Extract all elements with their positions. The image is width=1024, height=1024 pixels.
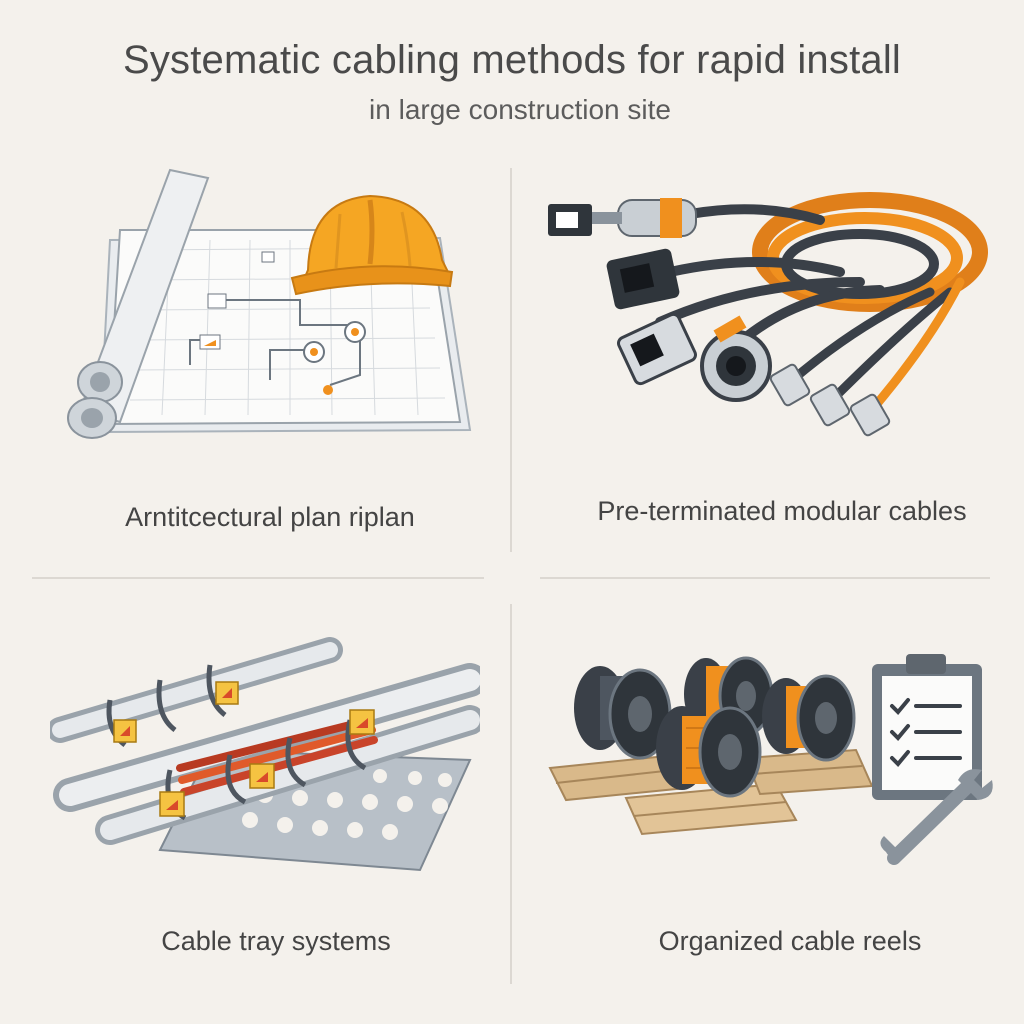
blueprint-roll: [67, 168, 210, 439]
page-subtitle: in large construction site: [369, 94, 671, 125]
connector-icons: [548, 198, 891, 437]
panel-3-caption: Cable tray systems: [161, 926, 391, 956]
panel-2-caption: Pre-terminated modular cables: [597, 496, 967, 526]
divider-horizontal-right: [540, 577, 990, 579]
warning-tags: [113, 681, 375, 817]
panel-4-caption: Organized cable reels: [658, 926, 922, 956]
page-title: Systematic cabling methods for rapid ins…: [122, 38, 902, 82]
blueprint-illustration: [67, 168, 472, 439]
reel-orange-right: [762, 674, 856, 762]
divider-vertical-bottom: [510, 604, 512, 984]
reel-orange-front: [656, 706, 762, 798]
reel-dark: [574, 666, 672, 760]
divider-vertical-top: [510, 168, 512, 552]
cable-tray-illustration: [50, 637, 480, 872]
cable-reels-illustration: [548, 654, 993, 865]
hard-hat-icon: [290, 194, 454, 296]
panel-1-caption: Arntitcectural plan riplan: [125, 502, 415, 532]
cable-strands: [655, 204, 965, 417]
wrench-icon: [880, 769, 993, 865]
divider-horizontal-left: [32, 577, 484, 579]
modular-cables-illustration: [548, 192, 988, 437]
clipboard-checklist-icon: [872, 654, 982, 800]
cable-bundle: [176, 716, 378, 796]
